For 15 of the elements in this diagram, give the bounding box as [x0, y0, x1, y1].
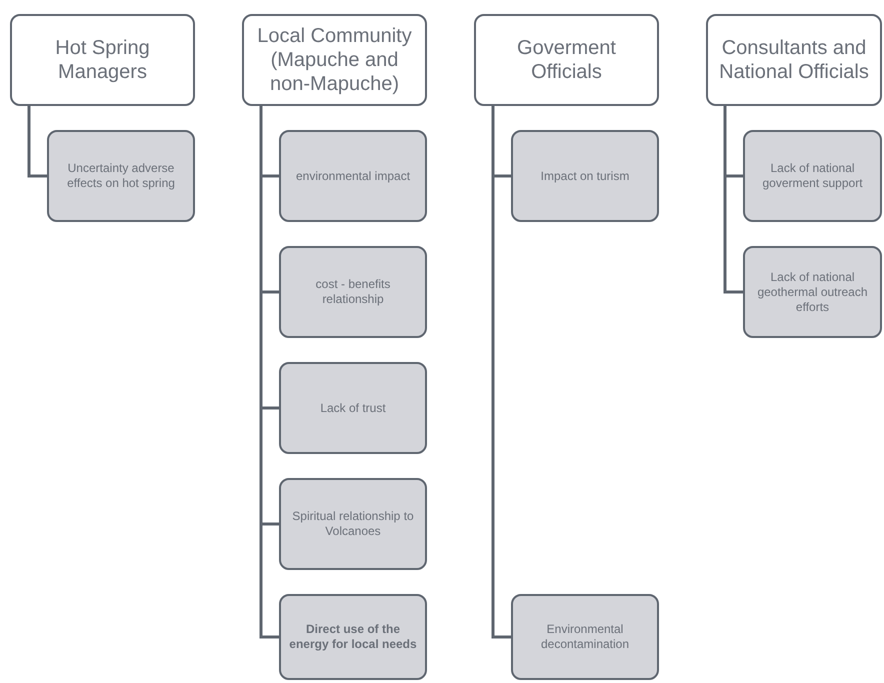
issue-box: Spiritual relationship to Volcanoes	[279, 478, 427, 570]
issue-box: cost - benefits relationship	[279, 246, 427, 338]
connector-line	[28, 106, 47, 178]
issue-box: environmental impact	[279, 130, 427, 222]
issue-box: Environmental decontamination	[511, 594, 659, 680]
issue-box: Lack of trust	[279, 362, 427, 454]
group-header-box: Local Community (Mapuche and non-Mapuche)	[242, 14, 427, 106]
issue-box: Uncertainty adverse effects on hot spring	[47, 130, 195, 222]
issue-box: Impact on turism	[511, 130, 659, 222]
group-header-box: Hot Spring Managers	[10, 14, 195, 106]
group-header-box: Goverment Officials	[474, 14, 659, 106]
issue-box: Lack of national goverment support	[743, 130, 882, 222]
group-header-box: Consultants and National Officials	[706, 14, 882, 106]
issue-box: Lack of national geothermal outreach efforts	[743, 246, 882, 338]
issue-box: Direct use of the energy for local needs	[279, 594, 427, 680]
